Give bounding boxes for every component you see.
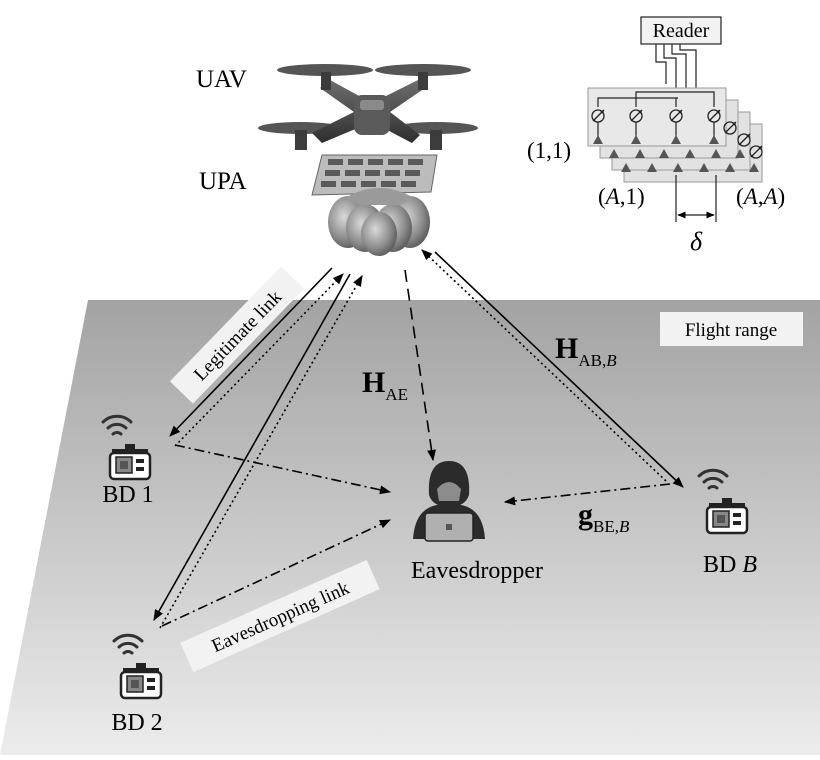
spacing-delta: δ xyxy=(690,227,703,256)
flight-range-label: Flight range xyxy=(685,320,777,341)
index-a-a: (A,A) xyxy=(736,184,785,209)
link-bdb-eve xyxy=(503,483,671,506)
link-uav-bdb xyxy=(434,251,684,488)
reader-box xyxy=(640,16,722,45)
bd1-label: BD 1 xyxy=(102,482,153,508)
link-uav-bd1 xyxy=(169,267,333,437)
bd2-label: BD 2 xyxy=(111,710,162,736)
signal-links xyxy=(153,249,684,629)
uav-drone xyxy=(258,64,478,150)
index-1-1: (1,1) xyxy=(527,138,571,163)
link-uav-eve xyxy=(404,269,436,462)
eavesdropper-label: Eavesdropper xyxy=(411,558,543,584)
reader-label: Reader xyxy=(653,20,710,42)
uav-label: UAV xyxy=(196,66,247,93)
index-a-1: (A,1) xyxy=(598,184,645,209)
beam-pattern xyxy=(328,188,430,256)
channel-h-ab: HAB,B xyxy=(555,332,617,370)
flight-range-label-box xyxy=(660,312,803,346)
bdb-label: BD B xyxy=(703,552,757,578)
link-bdb-uav-backscatter xyxy=(421,249,667,482)
link-bd2-eve xyxy=(161,519,392,627)
channel-h-ae: HAE xyxy=(362,366,408,404)
upa-panel xyxy=(311,154,438,196)
reader-array-inset: Reader xyxy=(527,16,785,256)
link-bd1-eve xyxy=(174,444,392,495)
upa-label: UPA xyxy=(199,168,247,195)
link-bd1-uav-backscatter xyxy=(174,273,344,447)
eavesdropper-icon xyxy=(413,461,485,542)
link-uav-bd2 xyxy=(153,273,351,621)
channel-g-be: gBE,B xyxy=(578,498,630,536)
